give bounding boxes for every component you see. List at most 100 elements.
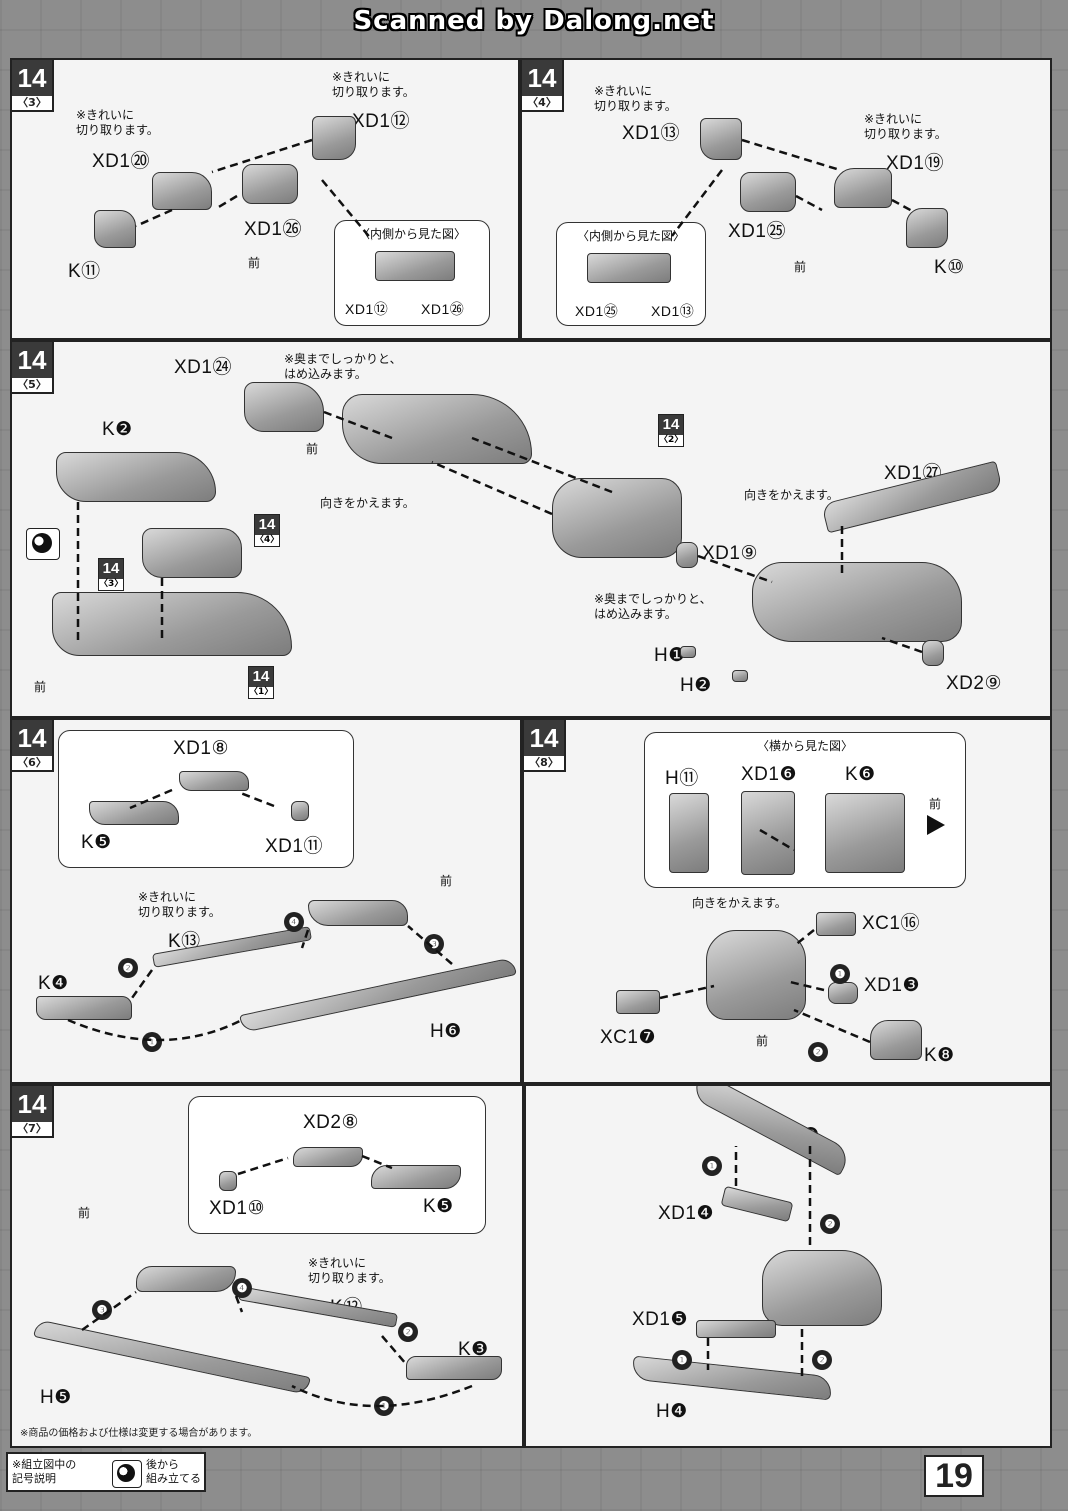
part-shape [587, 253, 671, 283]
legend-title: ※組立図中の 記号説明 [12, 1458, 77, 1485]
legend-text: 後から 組み立てる [146, 1458, 201, 1485]
order-number: ❹ [232, 1278, 252, 1298]
part-shape [680, 646, 696, 658]
part-shape [906, 208, 948, 248]
inset-detail: XD1⑧ K❺ XD1⑪ [58, 730, 354, 868]
ref-sub: 〈1〉 [249, 687, 274, 697]
part-shape [375, 251, 455, 281]
assembly-arrows [81, 1154, 473, 1408]
part-shape [36, 996, 132, 1020]
push-in-note: ※奥までしっかりと、 はめ込みます。 [284, 352, 402, 381]
part-shape [825, 793, 905, 873]
ref-number: 14 [659, 415, 683, 435]
part-shape [816, 912, 856, 936]
inset-title: 〈内側から見た図〉 [357, 227, 466, 241]
step-sub: 〈4〉 [527, 96, 557, 109]
part-label: XD1❸ [864, 975, 920, 996]
part-shape [308, 900, 408, 926]
order-number: ❶ [672, 1350, 692, 1370]
part-label: XD1⑳ [92, 151, 150, 172]
inset-inner-view: 〈内側から見た図〉 XD1⑫ XD1㉖ [334, 220, 490, 326]
front-label: 前 [248, 256, 261, 270]
reference-badge: 14 〈4〉 [254, 514, 280, 547]
legend-box: ※組立図中の 記号説明 後から 組み立てる [6, 1452, 206, 1492]
order-number: ❸ [92, 1300, 112, 1320]
part-label: K❻ [845, 764, 876, 785]
ref-sub: 〈2〉 [659, 435, 684, 445]
step-number: 14 [12, 720, 52, 756]
front-label: 前 [756, 1034, 769, 1048]
part-shape [669, 793, 709, 873]
part-label: XD1❻ [741, 764, 797, 785]
part-shape [740, 172, 796, 212]
part-label: XD1㉕ [728, 221, 786, 242]
part-label: XD1⑬ [651, 303, 695, 319]
front-label: 前 [34, 680, 47, 694]
assembly-arrows [76, 410, 923, 654]
part-shape [219, 1171, 237, 1191]
part-label: XD1㉔ [174, 357, 232, 378]
inset-title: 〈横から見た図〉 [756, 739, 853, 753]
inset-side-view: 〈横から見た図〉 H⑪ XD1❻ K❻ 前 [644, 732, 966, 888]
part-label: XD1⑫ [352, 111, 410, 132]
turn-note: 向きをかえます。 [744, 488, 839, 502]
part-label: H❺ [40, 1387, 72, 1408]
part-label: XD1❹ [658, 1203, 714, 1224]
part-shape [94, 210, 136, 248]
cut-note: ※きれいに 切り取ります。 [332, 70, 415, 99]
step-badge: 14 〈7〉 [12, 1086, 54, 1138]
part-shape [616, 990, 660, 1014]
assembly-arrows [67, 788, 453, 1042]
cut-note: ※きれいに 切り取ります。 [594, 84, 677, 113]
turn-note: 向きをかえます。 [320, 496, 415, 510]
part-label: XD1❺ [632, 1309, 688, 1330]
part-shape [732, 670, 748, 682]
part-shape [752, 562, 962, 642]
part-shape [741, 791, 795, 875]
part-label: K⑩ [934, 257, 965, 278]
panel-step-14-8-continued: H❸ XD1❹ XD1❺ H❹ ❶ ❷ ❶ ❷ [524, 1084, 1052, 1448]
step-number: 14 [522, 60, 562, 96]
part-shape [406, 1356, 502, 1380]
part-shape [696, 1320, 776, 1338]
part-label: K❹ [38, 973, 69, 994]
panel-step-14-8: 14 〈8〉 〈横から見た図〉 H⑪ XD1❻ K❻ 前 向きをかえます。 XC… [522, 718, 1052, 1084]
assembly-arrows [671, 138, 915, 237]
step-sub: 〈3〉 [17, 96, 47, 109]
front-label: 前 [794, 260, 807, 274]
ref-sub: 〈3〉 [99, 579, 124, 589]
part-label: H⑪ [665, 768, 699, 789]
step-badge: 14 〈4〉 [522, 60, 564, 112]
part-label: XC1⑯ [862, 913, 920, 934]
ref-number: 14 [249, 667, 273, 687]
watermark: Scanned by Dalong.net [353, 6, 715, 36]
inset-inner-view: 〈内側から見た図〉 XD1㉕ XD1⑬ [556, 222, 706, 326]
step-number: 14 [12, 1086, 52, 1122]
order-number: ❷ [118, 958, 138, 978]
ref-number: 14 [99, 559, 123, 579]
front-arrow-icon [927, 815, 945, 835]
order-number: ❷ [808, 1042, 828, 1062]
part-shape [342, 394, 532, 464]
push-in-note: ※奥までしっかりと、 はめ込みます。 [594, 592, 712, 621]
step-sub: 〈5〉 [17, 378, 47, 391]
part-label: K❷ [102, 419, 133, 440]
inset-title: 〈内側から見た図〉 [576, 229, 685, 243]
reference-badge: 14 〈1〉 [248, 666, 274, 699]
part-label: XD1⑨ [702, 543, 758, 564]
footnote: ※商品の価格および仕様は変更する場合があります。 [20, 1428, 258, 1439]
panel-step-14-3: 14 〈3〉 ※きれいに 切り取ります。 ※きれいに 切り取ります。 XD1⑳ … [10, 58, 520, 340]
front-label: 前 [306, 442, 319, 456]
part-shape [179, 771, 249, 791]
cut-note: ※きれいに 切り取ります。 [138, 890, 221, 919]
reference-badge: 14 〈2〉 [658, 414, 684, 447]
part-shape [244, 382, 324, 432]
assembly-arrows [706, 1146, 812, 1376]
part-shape [242, 164, 298, 204]
part-label: K❺ [423, 1196, 454, 1217]
part-label: XD1⑩ [209, 1198, 265, 1219]
order-number: ❸ [424, 934, 444, 954]
turn-note: 向きをかえます。 [692, 896, 787, 910]
part-shape [834, 168, 892, 208]
part-shape [136, 1266, 236, 1292]
